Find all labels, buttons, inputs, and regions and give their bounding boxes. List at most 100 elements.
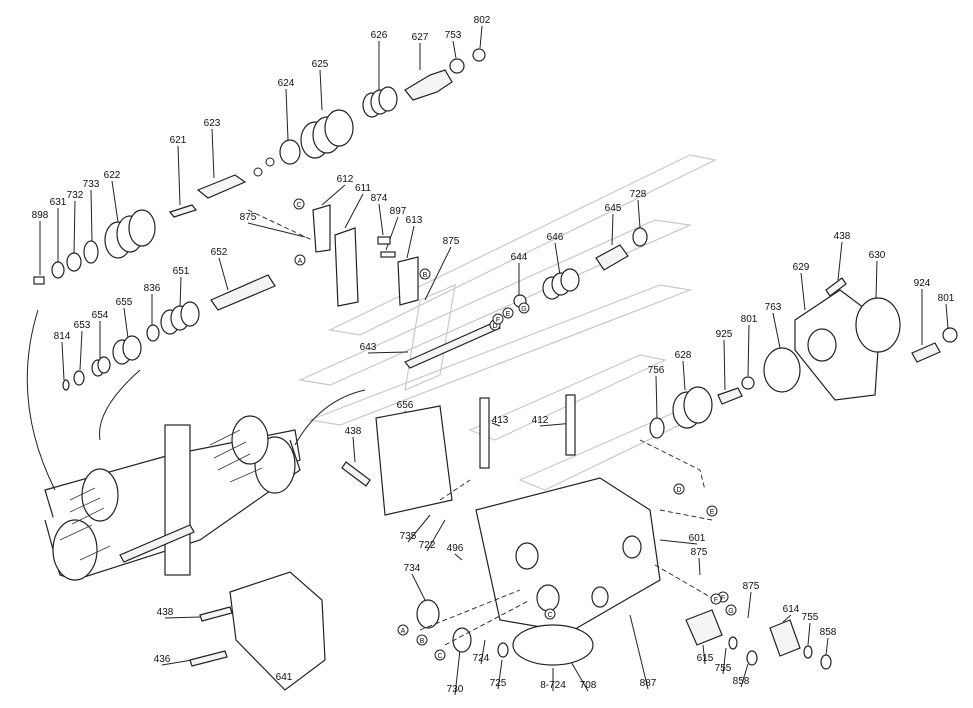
callout-F: F <box>492 313 504 325</box>
leader-line <box>452 40 457 59</box>
part-label-708: 708 <box>580 680 597 691</box>
part-label-732: 732 <box>67 190 84 201</box>
ring-858 <box>746 650 758 666</box>
plug-627 <box>404 69 453 101</box>
leader-line <box>177 145 181 206</box>
ring-836 <box>146 324 160 342</box>
part-label-625: 625 <box>312 59 329 70</box>
part-label-897: 897 <box>390 206 407 217</box>
svg-text:F: F <box>496 317 500 324</box>
leader-line <box>61 341 65 381</box>
leader-line <box>211 128 215 179</box>
leader-line <box>164 616 201 619</box>
part-label-644: 644 <box>511 252 528 263</box>
valve-body-601 <box>475 477 661 633</box>
part-label-413: 413 <box>492 415 509 426</box>
pin-898 <box>33 276 45 285</box>
plug-614 <box>769 619 801 657</box>
part-label-725: 725 <box>490 678 507 689</box>
part-label-438: 438 <box>834 231 851 242</box>
piston-628 <box>672 386 713 429</box>
leader-line <box>611 213 614 246</box>
leader-line <box>491 422 501 427</box>
port-3 <box>622 535 642 559</box>
nut-802 <box>472 48 486 62</box>
part-label-756: 756 <box>648 365 665 376</box>
part-label-436: 436 <box>154 654 171 665</box>
leader-line <box>629 614 649 690</box>
part-label-611: 611 <box>355 183 371 194</box>
part-label-814: 814 <box>54 331 71 342</box>
nut-801b <box>741 376 755 390</box>
leader-line <box>782 614 792 623</box>
part-label-733: 733 <box>83 179 100 190</box>
svg-text:F: F <box>714 597 718 604</box>
bolt-438c <box>825 277 847 297</box>
callout-G: G <box>725 604 737 616</box>
lever-612 <box>312 204 331 253</box>
ring-755 <box>803 645 813 659</box>
spring-625 <box>300 109 354 159</box>
leader-lines <box>39 25 949 696</box>
spring-654 <box>91 356 111 377</box>
svg-text:B: B <box>423 272 428 279</box>
pin-621 <box>168 204 198 218</box>
leader-line <box>747 324 750 377</box>
leader-line <box>825 637 829 656</box>
dash-5 <box>419 589 521 631</box>
leader-line <box>682 360 686 391</box>
leader-line <box>79 330 83 371</box>
part-label-624: 624 <box>278 78 295 89</box>
part-label-613: 613 <box>406 215 423 226</box>
pin-897 <box>380 251 396 258</box>
spring-651 <box>160 301 200 335</box>
leader-line <box>218 257 229 291</box>
part-label-728: 728 <box>630 189 647 200</box>
svg-text:F: F <box>721 595 725 602</box>
leader-line <box>637 199 641 229</box>
rod-643 <box>404 321 501 369</box>
part-label-643: 643 <box>360 342 377 353</box>
gasket-708 <box>512 624 594 666</box>
ring-653 <box>73 370 85 386</box>
leader-line <box>807 622 811 646</box>
leader-line <box>385 216 399 251</box>
leader-line <box>352 436 356 463</box>
callout-A: A <box>397 624 409 636</box>
parts <box>26 48 958 691</box>
part-label-755: 755 <box>802 612 819 623</box>
leader-line <box>702 644 706 665</box>
part-label-654: 654 <box>92 310 109 321</box>
pin-413 <box>479 397 490 469</box>
screw-925 <box>717 387 743 405</box>
leader-line <box>111 180 119 223</box>
assembled-view <box>44 415 301 581</box>
ring-734 <box>416 599 440 629</box>
port-2 <box>536 584 560 612</box>
svg-text:E: E <box>710 509 715 516</box>
part-label-615: 615 <box>697 653 714 664</box>
leader-line <box>772 312 781 349</box>
part-label-601: 601 <box>689 533 706 544</box>
cover-641 <box>229 571 326 691</box>
leader-line <box>454 649 461 696</box>
leader-line <box>424 246 452 301</box>
ring-753 <box>449 58 465 74</box>
part-label-722: 722 <box>419 540 436 551</box>
pin-412 <box>565 394 576 456</box>
svg-text:D: D <box>492 323 497 330</box>
callout-B: B <box>416 634 428 646</box>
part-label-875: 875 <box>691 547 708 558</box>
plug-615 <box>685 609 723 646</box>
part-label-656: 656 <box>397 400 414 411</box>
ring-730 <box>452 627 472 653</box>
leader-line <box>800 272 806 311</box>
part-label-438: 438 <box>157 607 174 618</box>
dash-7 <box>439 479 471 501</box>
callout-C: C <box>293 198 305 210</box>
bolt-438 <box>199 606 233 622</box>
ring-732 <box>66 252 82 272</box>
leader-line <box>407 514 431 543</box>
screw-924 <box>911 342 941 363</box>
